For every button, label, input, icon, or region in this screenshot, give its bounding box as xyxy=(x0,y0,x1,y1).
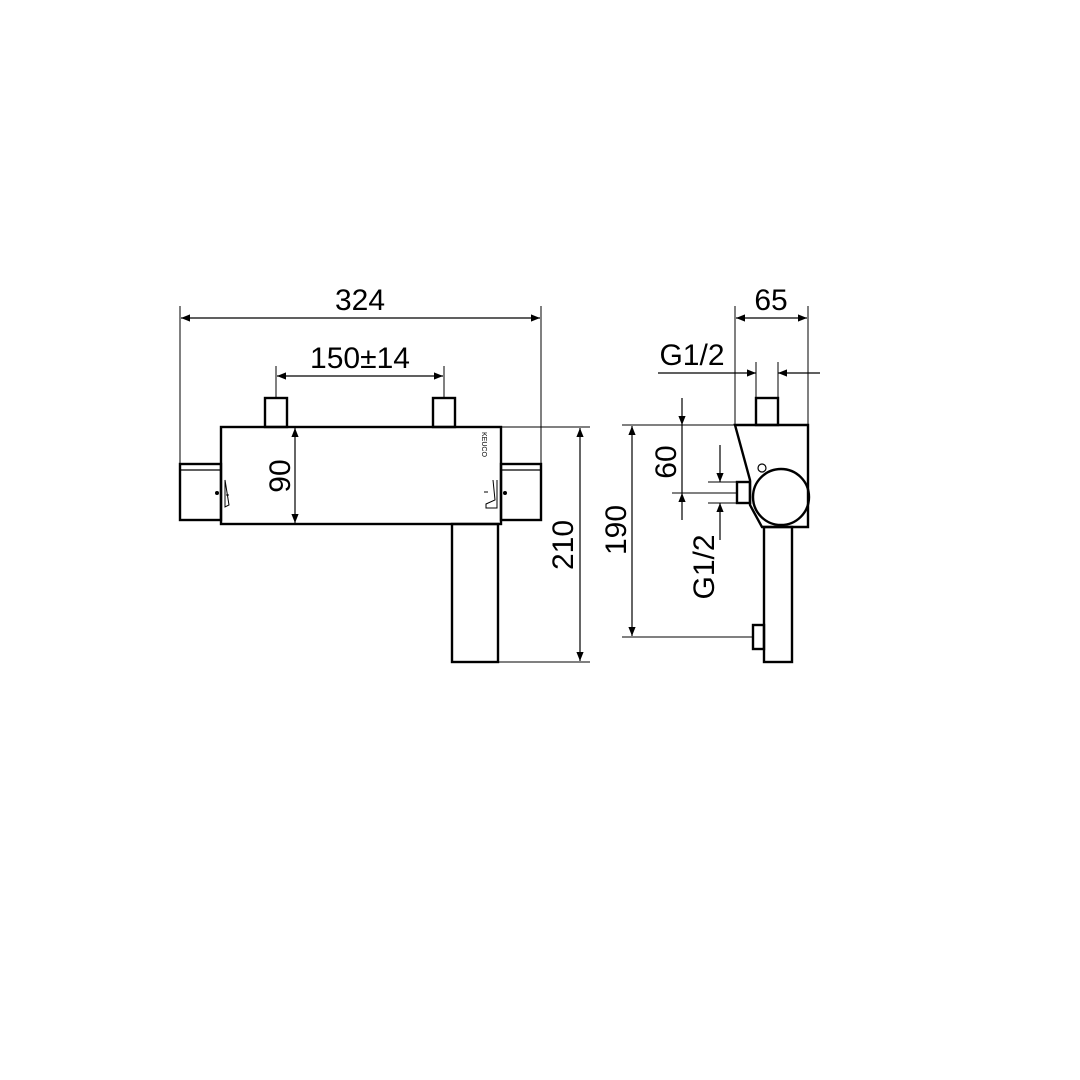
side-riser xyxy=(762,525,794,664)
dim-overall-height: 210 xyxy=(547,520,580,570)
temperature-scale-icon xyxy=(224,479,230,508)
dim-thread-top: G1/2 xyxy=(659,339,724,372)
left-handle xyxy=(178,462,223,522)
left-connector xyxy=(263,396,289,429)
right-connector xyxy=(431,396,457,429)
brand-logo: KEUCO xyxy=(480,432,487,457)
dim-connection-spacing: 150±14 xyxy=(310,342,410,375)
dim-thread-side: G1/2 xyxy=(688,534,721,599)
dim-offset: 60 xyxy=(650,445,683,478)
side-knob xyxy=(757,463,767,473)
side-body xyxy=(733,423,810,529)
side-outlet-connector xyxy=(735,480,752,505)
dim-overall-width: 324 xyxy=(335,284,385,317)
right-handle-dot xyxy=(503,491,507,495)
side-handle xyxy=(751,467,811,527)
side-top-connector xyxy=(754,396,780,427)
side-bottom-outlet xyxy=(751,623,766,651)
left-handle-dot xyxy=(215,491,219,495)
side-view: 65 G1/2 60 G1/2 190 xyxy=(600,284,820,664)
dim-depth: 65 xyxy=(754,284,787,317)
outlet-spout xyxy=(450,522,500,664)
right-handle xyxy=(499,462,543,522)
mixer-body xyxy=(219,425,503,526)
front-view: KEUCO 324 150±14 90 210 xyxy=(178,284,590,664)
flow-symbol-icon xyxy=(484,479,498,509)
dim-outlet-height: 190 xyxy=(600,505,633,555)
dim-body-height: 90 xyxy=(264,459,297,492)
